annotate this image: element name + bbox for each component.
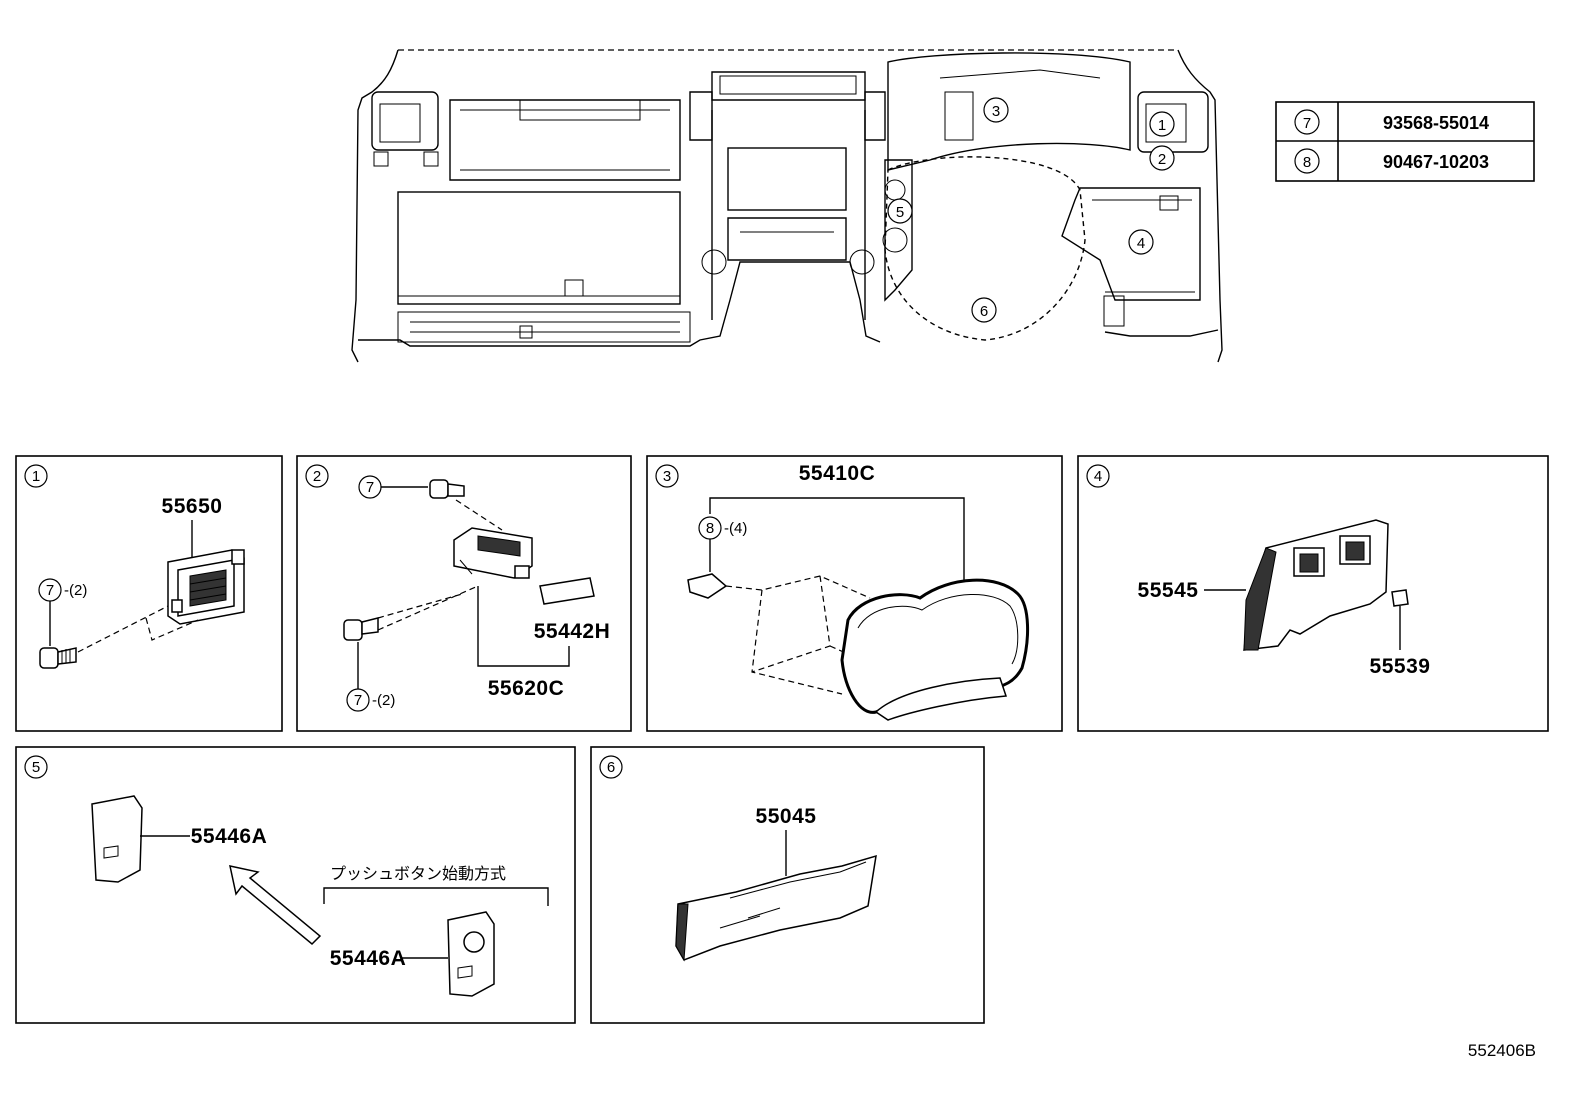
- overview-callout-2: [1149, 145, 1175, 171]
- panel-2-badge: [305, 464, 329, 488]
- instrument-panel-overview: 3 1 2 5 4 6: [351, 49, 1223, 363]
- table-part-7: 93568-55014: [1383, 113, 1489, 133]
- clip-icon: [687, 573, 728, 599]
- overview-callout-5: [887, 198, 913, 224]
- panel-1-badge: [24, 464, 48, 488]
- overview-callout-4-label: 4: [1137, 235, 1145, 252]
- table-part-8: 90467-10203: [1383, 152, 1489, 172]
- overview-callout-6: [971, 297, 997, 323]
- lower-instrument-cover: [675, 854, 877, 962]
- push-start-note: プッシュボタン始動方式: [330, 865, 506, 883]
- table-ref-7: [1294, 109, 1320, 135]
- panel-3-qty: -(4): [724, 520, 747, 537]
- panel-2-fastener-7-bottom-label: 7: [354, 692, 362, 709]
- panel-2: 2 7 55442H 55620C 7 -(2): [296, 455, 632, 732]
- part-55446A-lower-label: 55446A: [330, 947, 407, 970]
- panel-4: 4 55545 55539: [1077, 455, 1549, 732]
- arrow-icon: [229, 865, 322, 946]
- screw-icon-top: [429, 479, 465, 499]
- panel-4-badge-label: 4: [1094, 468, 1102, 485]
- overview-callout-1: [1149, 111, 1175, 137]
- panel-1: 1 55650 7 -(2): [15, 455, 283, 732]
- overview-callout-3: [983, 97, 1009, 123]
- panel-5-badge-label: 5: [32, 759, 40, 776]
- table-ref-8: [1294, 148, 1320, 174]
- panel-3-badge-label: 3: [663, 468, 671, 485]
- panel-5-badge: [24, 755, 48, 779]
- overview-callout-4: [1128, 229, 1154, 255]
- overview-callout-5-label: 5: [896, 204, 904, 221]
- panel-6: 6 55045: [590, 746, 985, 1024]
- part-55446A-upper-label: 55446A: [191, 825, 268, 848]
- column-cover-lower: [447, 911, 495, 997]
- part-55442H-label: 55442H: [534, 620, 611, 643]
- trim-strip: [539, 577, 595, 605]
- panel-4-badge: [1086, 464, 1110, 488]
- part-55650-label: 55650: [162, 495, 223, 518]
- overview-callout-3-label: 3: [992, 103, 1000, 120]
- air-vent-register: [167, 549, 245, 625]
- panel-1-fastener-7-label: 7: [46, 582, 54, 599]
- part-55620C-label: 55620C: [488, 677, 565, 700]
- panel-2-badge-label: 2: [313, 468, 321, 485]
- lower-switch-panel: [1243, 519, 1389, 651]
- overview-callout-2-label: 2: [1158, 151, 1166, 168]
- part-55045-label: 55045: [756, 805, 817, 828]
- table-ref-7-label: 7: [1303, 115, 1311, 132]
- part-55410C-label: 55410C: [799, 462, 876, 485]
- overview-callout-6-label: 6: [980, 303, 988, 320]
- panel-3-fastener-8-label: 8: [706, 520, 714, 537]
- panel-3-badge: [655, 464, 679, 488]
- table-ref-8-label: 8: [1303, 154, 1311, 171]
- diagram-reference: 552406B: [1468, 1041, 1536, 1060]
- panel-3: 3 55410C 8 -(4): [646, 455, 1063, 732]
- panel-5: 5 55446A プッシュボタン始動方式 55446A: [15, 746, 576, 1024]
- part-55545-label: 55545: [1138, 579, 1199, 602]
- panel-1-badge-label: 1: [32, 468, 40, 485]
- panel-1-qty: -(2): [64, 582, 87, 599]
- panel-2-fastener-7-top-label: 7: [366, 479, 374, 496]
- meter-hood: [840, 578, 1030, 721]
- part-55539-label: 55539: [1370, 655, 1431, 678]
- overview-callout-1-label: 1: [1158, 117, 1166, 134]
- panel-2-fastener-7-bottom: [346, 688, 370, 712]
- panel-6-badge: [599, 755, 623, 779]
- fastener-table: 7 93568-55014 8 90467-10203: [1275, 101, 1535, 182]
- panel-6-badge-label: 6: [607, 759, 615, 776]
- screw-icon: [39, 647, 77, 669]
- small-cap: [1391, 589, 1409, 607]
- switch-bracket: [453, 527, 533, 579]
- screw-icon-bottom: [343, 617, 379, 641]
- panel-2-qty: -(2): [372, 692, 395, 709]
- column-cover-upper: [91, 795, 143, 883]
